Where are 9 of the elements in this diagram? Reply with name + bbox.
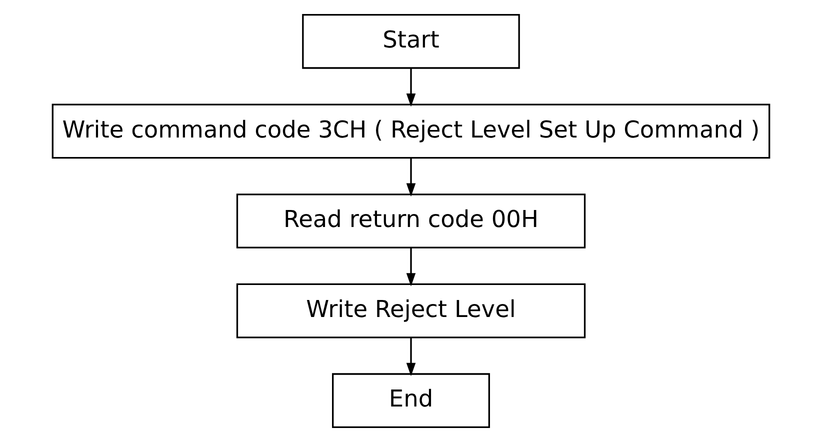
arrow xyxy=(406,337,416,376)
node-box: End xyxy=(332,373,490,428)
node-box: Start xyxy=(302,14,520,69)
arrow xyxy=(406,68,416,107)
arrow xyxy=(406,248,416,286)
arrow xyxy=(406,158,416,197)
node-box: Write command code 3CH ( Reject Level Set Up Command ) xyxy=(52,104,770,159)
node-box: Write Reject Level xyxy=(236,283,586,338)
node-box: Read return code 00H xyxy=(236,194,586,248)
